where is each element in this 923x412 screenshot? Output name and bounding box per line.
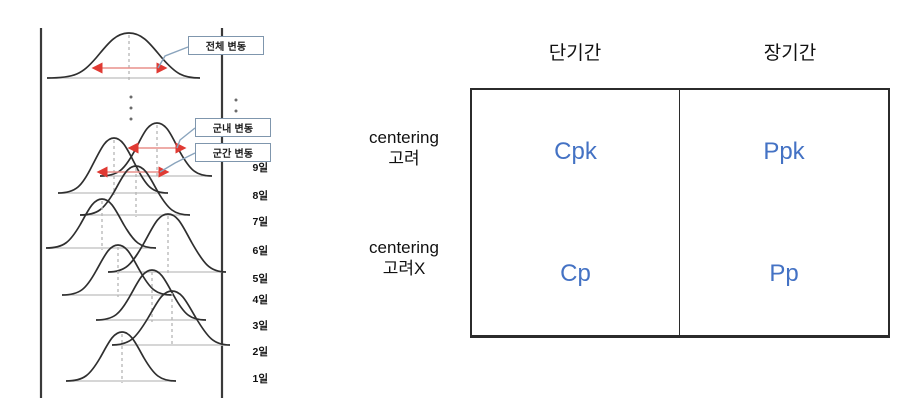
curve-day4 xyxy=(61,244,173,296)
row-header-0-line1: centering xyxy=(369,128,439,147)
callout-within-label: 군내 변동 xyxy=(212,124,254,135)
callout-total-label: 전체 변동 xyxy=(205,42,247,53)
row-header-0-line2: 고려 xyxy=(388,148,420,168)
row-header-1-line2: 고려X xyxy=(382,258,426,278)
curve-day5 xyxy=(107,213,227,273)
day-label-8: 8일 xyxy=(252,190,269,202)
variation-diagram: 전체 변동 군내 변동 군간 변동 9일 8일 7일 6일 5일 4일 3일 2… xyxy=(0,0,330,412)
curve-day8 xyxy=(57,137,169,194)
curve-day7 xyxy=(79,165,191,216)
leader-line-within xyxy=(176,127,196,149)
curve-day3 xyxy=(95,269,207,321)
curve-day1 xyxy=(65,331,177,382)
curve-day9 xyxy=(99,122,213,177)
callout-between-variation: 군간 변동 xyxy=(195,143,271,162)
diagram-canvas xyxy=(39,28,238,398)
day-label-9: 9일 xyxy=(252,162,269,174)
row-header-centering-considered: centering 고려 xyxy=(334,128,474,169)
cell-ppk: Ppk xyxy=(763,137,805,165)
curve-day6 xyxy=(45,198,157,249)
cell-pp: Pp xyxy=(680,213,888,336)
cell-cpk: Cpk xyxy=(472,90,680,213)
callout-within-variation: 군내 변동 xyxy=(195,118,271,137)
day-label-6: 6일 xyxy=(252,245,269,257)
day-label-4: 4일 xyxy=(252,294,269,306)
curve-day2 xyxy=(111,290,231,346)
day-label-2: 2일 xyxy=(252,346,269,358)
callout-between-label: 군간 변동 xyxy=(212,149,254,160)
capability-index-table: 단기간 장기간 centering 고려 centering 고려X Cpk P… xyxy=(330,0,923,412)
callout-total-variation: 전체 변동 xyxy=(188,36,264,55)
leader-line-total xyxy=(157,46,189,69)
day-label-3: 3일 xyxy=(252,320,269,332)
table-grid: Cpk Ppk Cp Pp xyxy=(470,88,890,338)
ellipsis-dots-left xyxy=(129,95,133,121)
cell-cp: Cp xyxy=(472,213,680,336)
leader-line-between xyxy=(159,152,196,173)
row-header-centering-not-considered: centering 고려X xyxy=(334,238,474,279)
row-header-1-line1: centering xyxy=(369,238,439,257)
day-label-1: 1일 xyxy=(252,373,269,385)
column-header-long-term: 장기간 xyxy=(763,43,817,64)
day-label-5: 5일 xyxy=(252,273,269,285)
column-header-short-term: 단기간 xyxy=(548,43,602,64)
day-label-7: 7일 xyxy=(252,216,269,228)
ellipsis-dots-right xyxy=(234,98,238,113)
curve-overall xyxy=(46,32,201,79)
